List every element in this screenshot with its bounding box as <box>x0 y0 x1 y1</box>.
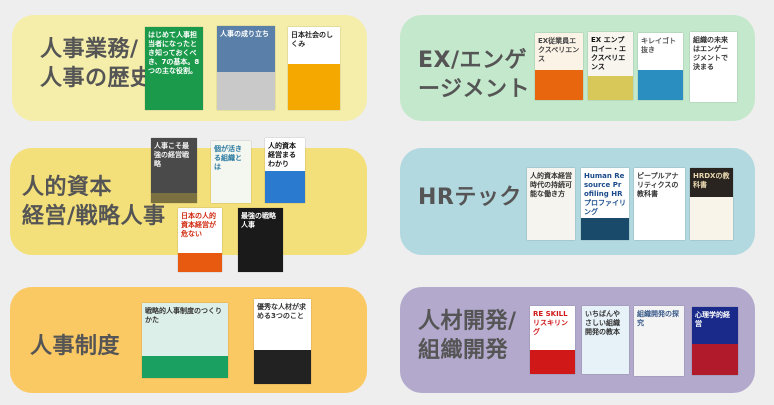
book-cover[interactable]: 人的資本経営時代の持続可能な働き方 <box>527 168 575 240</box>
book-title: EX従業員エクスペリエンス <box>538 37 580 63</box>
book-title: EX エンプロイー・エクスペリエンス <box>591 36 626 71</box>
book-cover[interactable]: Human Resource Profiling HRプロファイリング <box>581 168 629 240</box>
book-cover[interactable]: RE SKILL リスキリング <box>530 306 575 374</box>
category-label: 人材開発/ 組織開発 <box>418 309 517 363</box>
category-label: HRテック <box>418 185 522 210</box>
book-title: いちばんやさしい組織開発の教本 <box>585 310 620 336</box>
category-label: EX/エンゲ ージメント <box>418 48 531 102</box>
book-title: はじめて人事担当者になったとき知っておくべき、7の基本。8つの主な役割。 <box>148 31 200 75</box>
book-cover-band <box>638 69 683 100</box>
book-cover-band <box>535 69 583 100</box>
book-cover[interactable]: 最強の戦略人事 <box>238 208 283 272</box>
book-title: 優秀な人材が求める3つのこと <box>257 303 306 320</box>
book-cover[interactable]: 個が活きる組織とは <box>211 141 251 203</box>
book-cover[interactable]: 日本社会のしくみ <box>288 27 340 110</box>
book-cover[interactable]: 優秀な人材が求める3つのこと <box>254 299 311 384</box>
book-title: 日本社会のしくみ <box>291 31 333 48</box>
book-title: 最強の戦略人事 <box>241 212 276 229</box>
book-cover[interactable]: EX従業員エクスペリエンス <box>535 33 583 100</box>
book-cover[interactable]: はじめて人事担当者になったとき知っておくべき、7の基本。8つの主な役割。 <box>145 27 203 110</box>
book-title: 人事の成り立ち <box>220 30 269 38</box>
book-title: 組織開発の探究 <box>637 310 679 327</box>
book-cover[interactable]: 戦略的人事制度のつくりかた <box>142 303 228 378</box>
book-cover-band <box>692 344 738 375</box>
book-title: ピープルアナリティクスの教科書 <box>637 172 679 198</box>
book-cover-band <box>288 64 340 110</box>
book-title: 組織の未来はエンゲージメントで決まる <box>693 36 728 71</box>
book-cover[interactable]: 人的資本経営まるわかり <box>265 138 305 203</box>
category-label: 人事業務/ 人事の歴史 <box>40 37 153 91</box>
book-cover[interactable]: 人事の成り立ち <box>217 26 275 110</box>
book-cover[interactable]: 心理学的経営 <box>692 307 738 375</box>
book-cover-band <box>178 252 222 272</box>
book-title: 心理学的経営 <box>695 311 730 328</box>
book-title: 人的資本経営時代の持続可能な働き方 <box>530 172 572 198</box>
book-cover-band <box>142 355 228 378</box>
book-cover[interactable]: いちばんやさしい組織開発の教本 <box>582 306 629 374</box>
book-cover[interactable]: EX エンプロイー・エクスペリエンス <box>588 32 633 100</box>
book-title: キレイゴト抜き <box>641 37 676 54</box>
book-cover-band <box>151 193 197 203</box>
book-title: 戦略的人事制度のつくりかた <box>145 307 222 324</box>
book-cover[interactable]: 組織の未来はエンゲージメントで決まる <box>690 32 737 102</box>
book-cover-band <box>254 350 311 384</box>
book-cover[interactable]: HRDXの教科書 <box>690 168 733 240</box>
book-cover-band <box>581 218 629 240</box>
book-cover[interactable]: ピープルアナリティクスの教科書 <box>634 168 685 240</box>
book-cover-band <box>588 76 633 100</box>
book-cover[interactable]: 組織開発の探究 <box>634 306 684 376</box>
book-cover[interactable]: キレイゴト抜き <box>638 33 683 100</box>
book-title: 日本の人的資本経営が危ない <box>181 212 216 238</box>
book-cover-band <box>690 196 733 240</box>
book-cover[interactable]: 人事こそ最強の経営戦略 <box>151 138 197 203</box>
book-cover[interactable]: 日本の人的資本経営が危ない <box>178 208 222 272</box>
book-cover-band <box>217 72 275 110</box>
book-title: HRDXの教科書 <box>693 172 730 189</box>
book-cover-band <box>265 170 305 203</box>
book-title: 人的資本経営まるわかり <box>268 142 296 168</box>
book-title: Human Resource Profiling HRプロファイリング <box>584 172 626 216</box>
book-cover-band <box>530 350 575 374</box>
category-label: 人事制度 <box>30 334 121 359</box>
book-title: 人事こそ最強の経営戦略 <box>154 142 189 168</box>
category-label: 人的資本 経営/戦略人事 <box>22 175 166 229</box>
book-title: 個が活きる組織とは <box>214 145 242 171</box>
book-title: RE SKILL リスキリング <box>533 310 568 336</box>
